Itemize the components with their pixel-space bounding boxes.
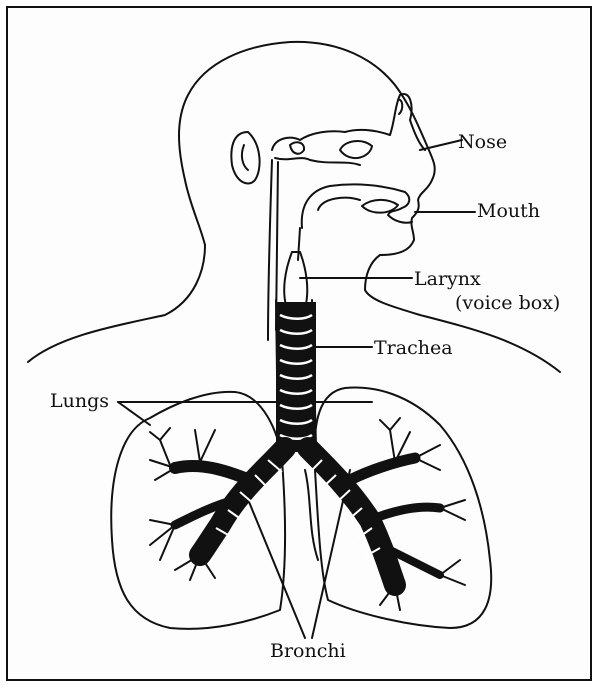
larynx-note-label: (voice box) [455,292,560,314]
larynx-shape [284,252,307,308]
larynx-label: Larynx [414,268,481,290]
bronchi-leader-left [240,480,305,638]
nose-label: Nose [458,131,507,153]
lungs-label: Lungs [50,390,109,412]
trachea-rings [276,302,316,452]
bronchi-label: Bronchi [270,640,346,662]
lungs-leader-left [118,402,150,425]
trachea-label: Trachea [374,337,453,359]
bronchi-tree [150,418,465,610]
mouth-cavity [302,184,412,228]
mouth-label: Mouth [477,200,540,222]
ear [231,132,259,184]
